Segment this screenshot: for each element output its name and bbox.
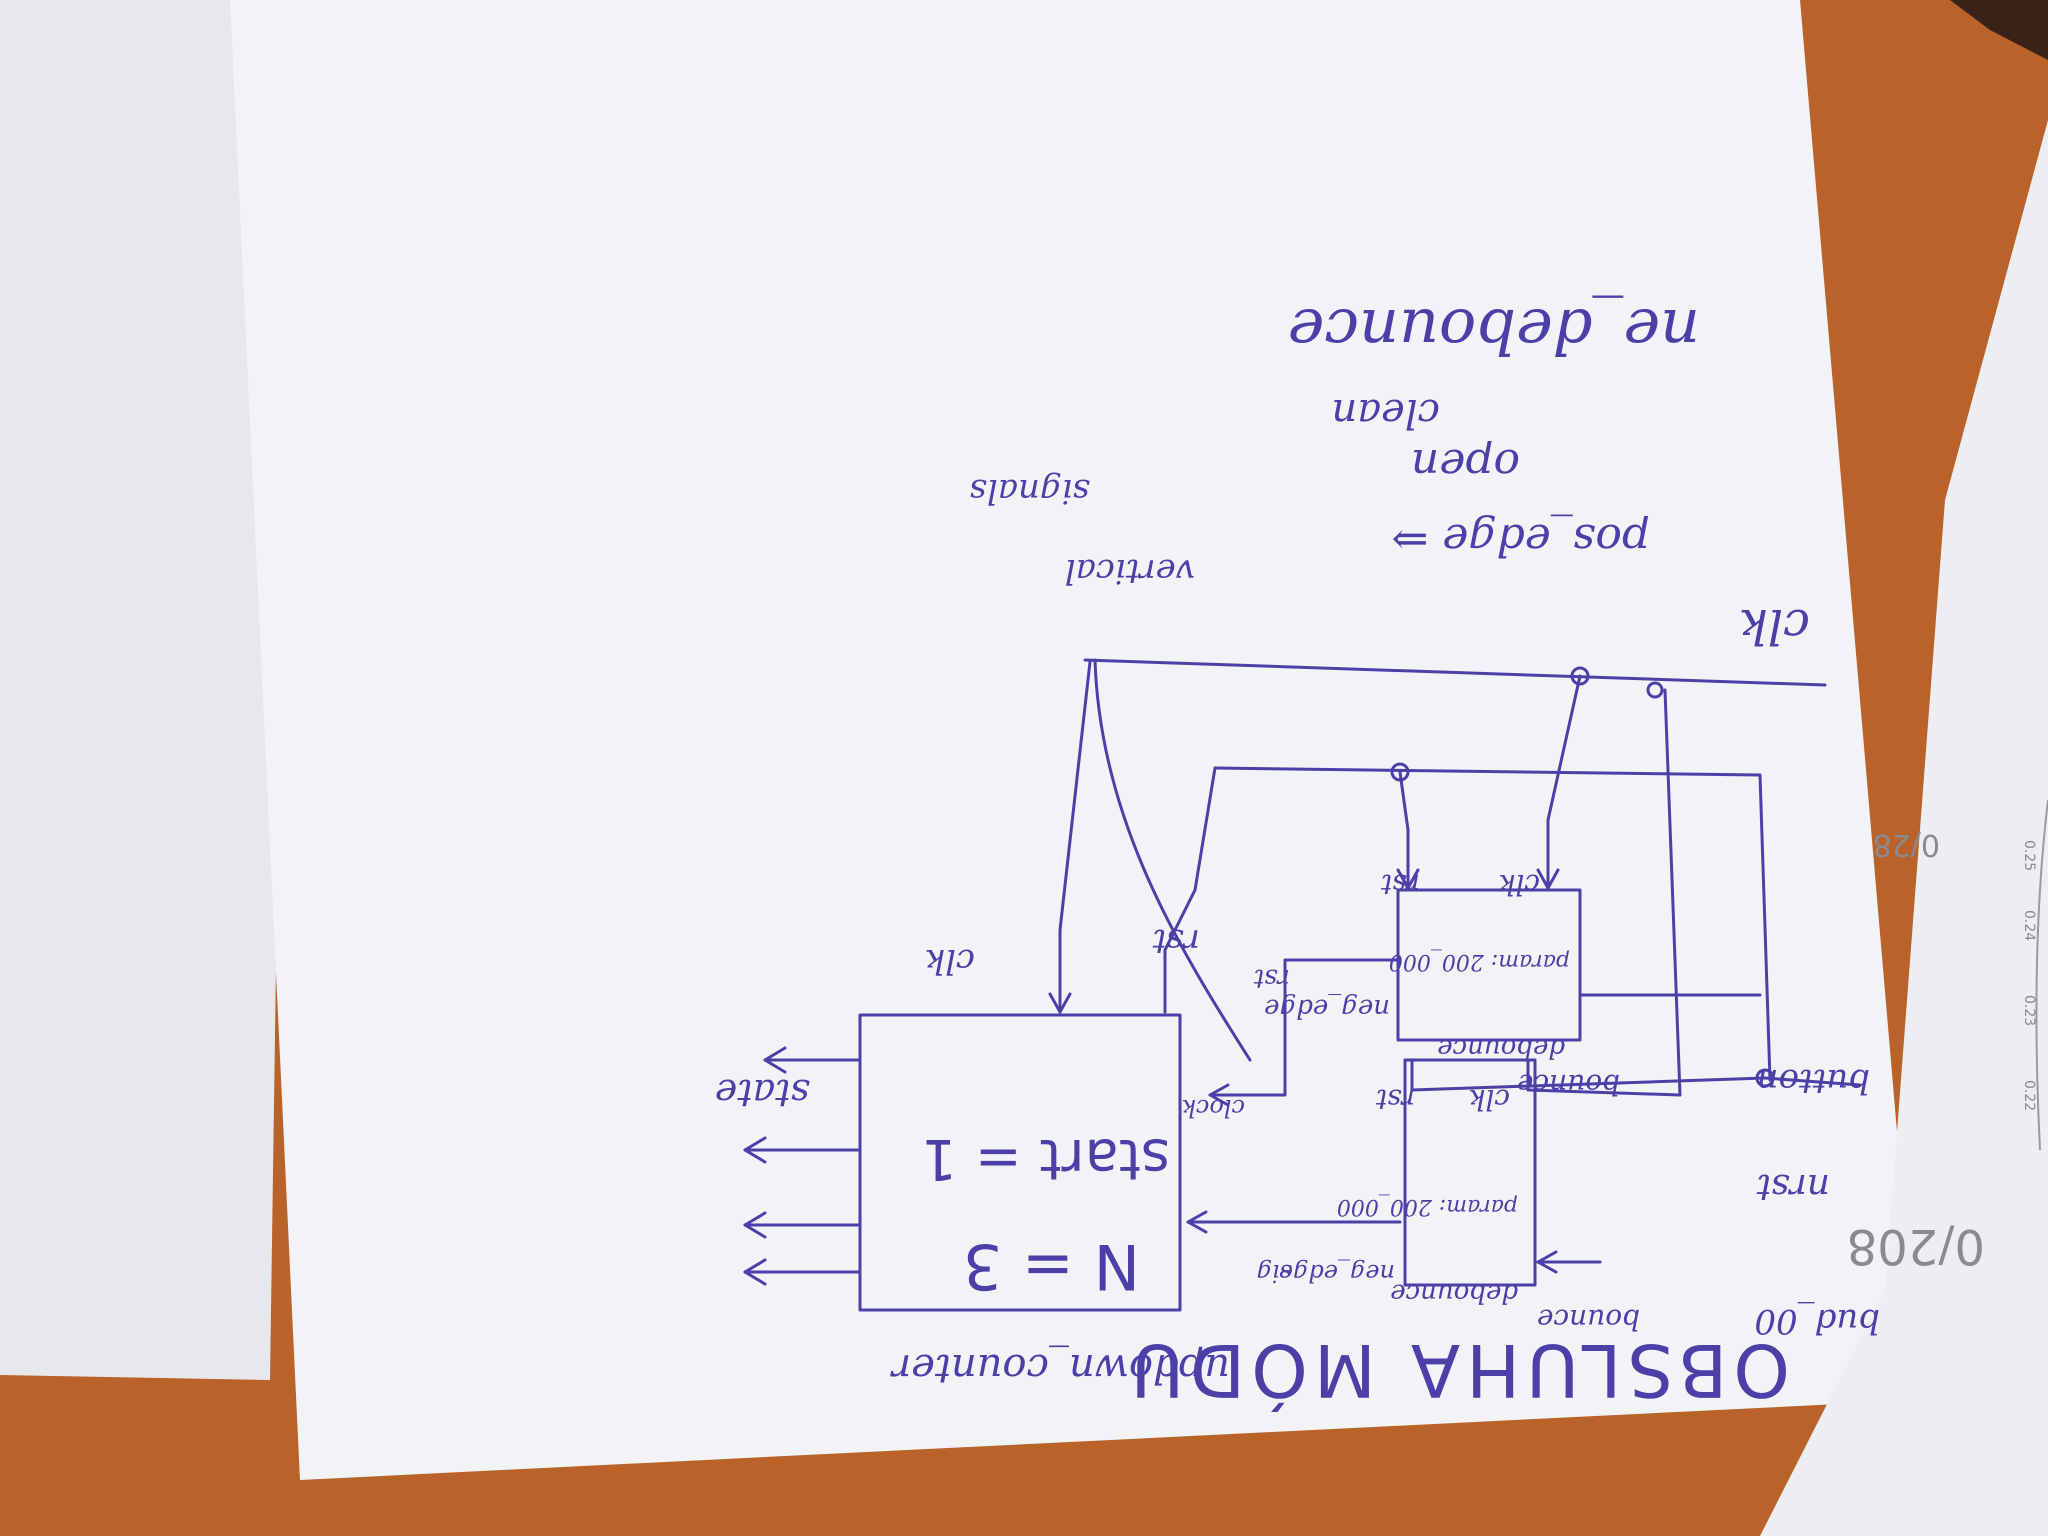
counter-start: start = 1 [921, 1126, 1170, 1191]
counter-n: N = 3 [963, 1230, 1140, 1303]
counter-clk-arrow [1048, 992, 1072, 1014]
ruler-tick-3: 0.23 [2021, 995, 2037, 1026]
counter-title: updown_counter [889, 1345, 1230, 1391]
ruler-tick-2: 0.24 [2021, 910, 2037, 941]
posedge-note: pos_edge ⇒ [1392, 514, 1651, 565]
main-sheet [230, 0, 1920, 1480]
debounce-upper-in-arrow [1536, 1250, 1558, 1274]
clk-bus-node-1 [1570, 666, 1590, 686]
debounce-lower-clk-arrow [1536, 868, 1560, 890]
debounce-lower-out: neg_edge [1264, 993, 1390, 1023]
background-sheet [0, 0, 290, 1380]
debounce-upper-rst: rst [1375, 1083, 1415, 1116]
desk-shadow [1950, 0, 2048, 60]
sheet-title: OBSLUHA MÓDU [1125, 1328, 1790, 1412]
clk-bus-to-upper [1526, 1088, 1682, 1097]
clk-bus-drop-2 [1663, 688, 1682, 1097]
debounce-lower-out-arrow [1208, 1083, 1230, 1107]
debounce-upper-block [1403, 1058, 1537, 1287]
debounce-upper-input: bud_00 [1754, 1301, 1880, 1341]
debounce-lower-rst-arrow [1396, 868, 1420, 890]
counter-out-arrow-3 [743, 1211, 767, 1239]
counter-clk: clk [924, 941, 975, 981]
clk-bus-drop-1 [1546, 674, 1582, 822]
counter-out-arrow-1 [763, 1046, 787, 1074]
counter-block [858, 1013, 1182, 1312]
vertical-signal-curve [1093, 658, 1252, 1062]
nrst-bus-vertical [1758, 773, 1772, 1082]
clk-bus [1083, 658, 1827, 687]
nrst-to-upper [1410, 1076, 1767, 1092]
nrst-bus-tail [1763, 1076, 1862, 1087]
ruler-note-small: 0/28 [1873, 827, 1940, 862]
vertical-label: vertical [1065, 551, 1195, 591]
debounce-lower-name: debounce [1437, 1033, 1565, 1063]
debounce-lower-clk: clk [1498, 868, 1540, 901]
debounce-upper-param: param: 200_000 [1337, 1194, 1518, 1219]
counter-state: state [715, 1071, 810, 1115]
clk-bus-label: clk [1739, 598, 1810, 654]
ne-debounce-note: ne_debounce [1288, 295, 1700, 368]
counter-out-arrow-2 [743, 1136, 767, 1164]
debounce-lower-block [1396, 888, 1582, 1042]
clk-bus-node-2 [1646, 681, 1664, 699]
nrst-bus [1213, 766, 1762, 777]
ruler-sheet [1760, 120, 2048, 1536]
debounce-upper-out2: sig [1257, 1259, 1292, 1287]
debounce-lower-param: param: 200_000 [1389, 949, 1570, 974]
debounce-upper-out: neg_edge [1279, 1259, 1395, 1287]
clk-bus-drop-counter [1058, 660, 1092, 932]
nrst-label: nrst [1756, 1166, 1830, 1207]
signals-label: signals [969, 471, 1090, 511]
debounce-upper-out-arrow [1186, 1210, 1208, 1234]
ruler-tick-4: 0.22 [2021, 1080, 2037, 1111]
ruler-note-large: 0/208 [1847, 1218, 1985, 1274]
clean-note: clean [1332, 390, 1440, 436]
open-note: open [1411, 439, 1520, 490]
debounce-upper-input-caption: bounce [1537, 1303, 1640, 1336]
counter-clock: clock [1181, 1094, 1245, 1122]
debounce-lower-out-wire [1208, 958, 1400, 1097]
nrst-drop-lower [1398, 770, 1410, 832]
ruler-tick-1: 0.25 [2021, 840, 2037, 871]
nrst-to-counter [1163, 766, 1217, 952]
counter-out-arrow-4 [743, 1258, 767, 1286]
debounce-upper-name: debounce [1390, 1278, 1518, 1308]
ruler-arc [2035, 799, 2048, 1151]
